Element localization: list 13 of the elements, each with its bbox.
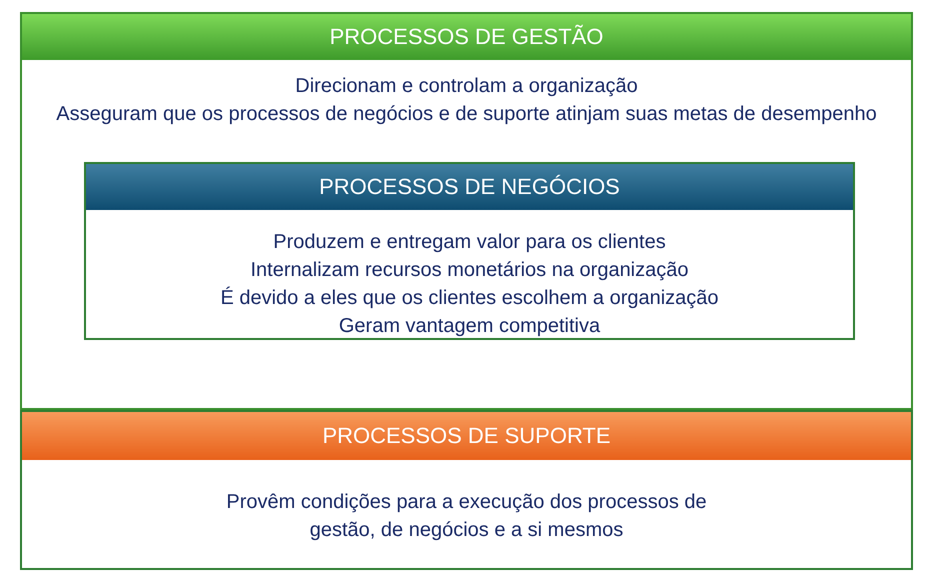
description-text: Direcionam e controlam a organização <box>294 74 639 99</box>
description-text: Provêm condições para a execução dos processos de gestão, de negócios e a si mesmos <box>225 490 708 543</box>
description-text: Internalizam recursos monetários na organização <box>250 258 690 283</box>
description-text: Geram vantagem competitiva <box>338 314 602 339</box>
description-text: É devido a eles que os clientes escolhem a organização <box>219 286 720 311</box>
section-header: PROCESSOS DE GESTÃO <box>22 14 911 60</box>
description-text: Asseguram que os processos de negócios e de suporte atinjam suas metas de desempenho <box>55 102 878 127</box>
description-text: Produzem e entregam valor para os clientes <box>272 230 667 255</box>
process-box <box>20 12 913 410</box>
process-box <box>20 410 913 570</box>
process-box <box>84 162 855 340</box>
section-header: PROCESSOS DE NEGÓCIOS <box>86 164 853 210</box>
section-header: PROCESSOS DE SUPORTE <box>22 412 911 460</box>
